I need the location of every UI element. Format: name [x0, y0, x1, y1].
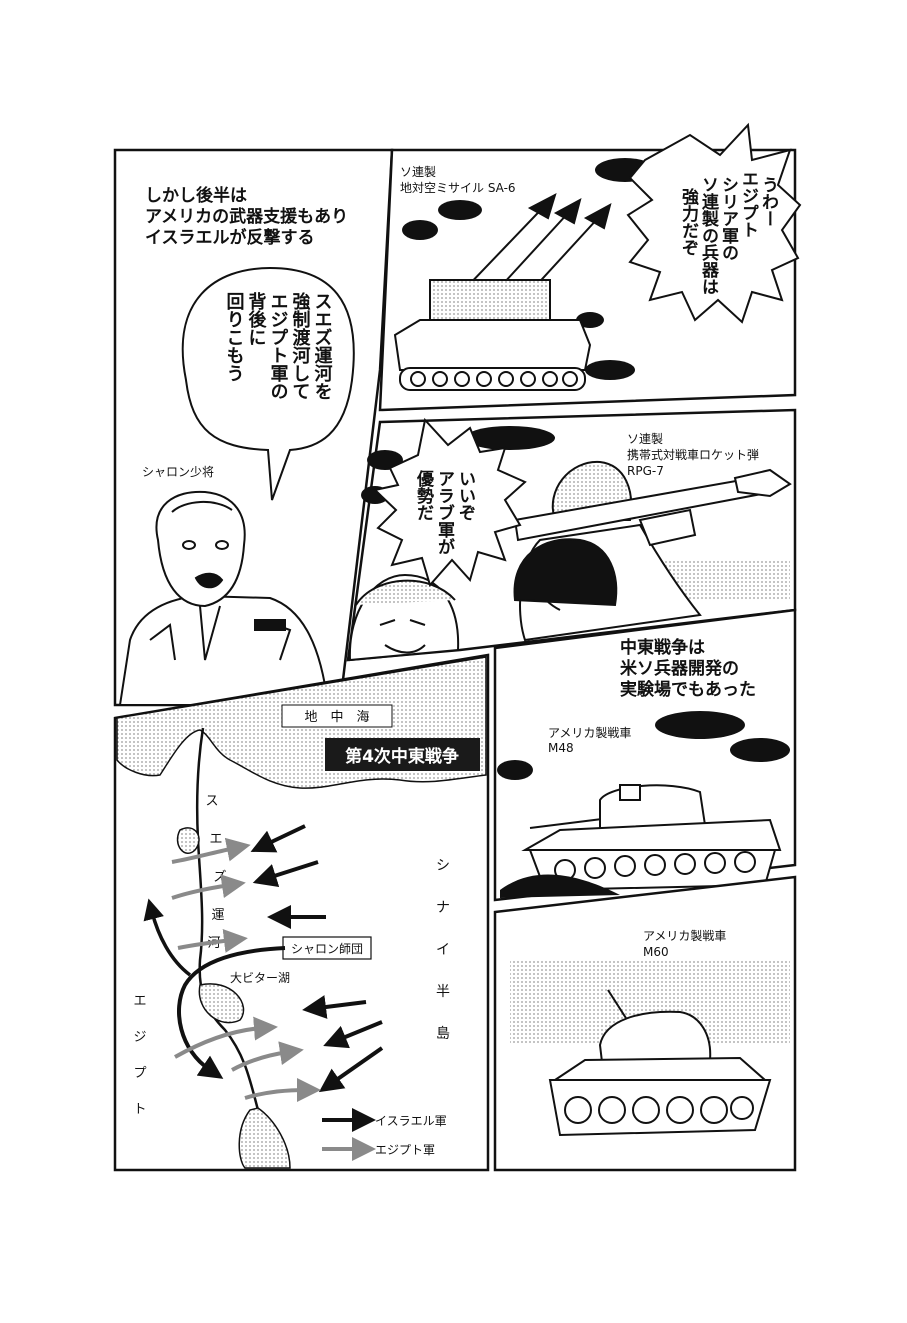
m60-tank [548, 989, 772, 1137]
canal-char: ズ [213, 869, 226, 885]
canal-char: ス [205, 794, 218, 809]
legend-israel-label: イスラエル軍 [375, 1114, 447, 1128]
egypt-label: エ ジ プ ト [133, 994, 146, 1117]
egypt-arrow [244, 1078, 321, 1103]
caption-line: ソ連製 [400, 165, 436, 179]
caption-line: 携帯式対戦車ロケット弾 [627, 447, 759, 462]
panel1-narration: しかし後半は アメリカの武器支援もあり イスラエルが反撃する [145, 185, 348, 248]
dust-splash [500, 874, 620, 898]
speech-column: アラブ軍が [434, 470, 455, 555]
sinai-char: シ [436, 858, 450, 874]
panel-rpg7: ソ連製 携帯式対戦車ロケット弾 RPG-7 [346, 408, 797, 662]
egypt-char: プ [133, 1066, 146, 1081]
narration-line: 実験場でもあった [620, 679, 756, 700]
israel-arrow [318, 1046, 384, 1093]
sharon-north-arrow [143, 898, 192, 977]
gulf-of-suez [238, 1107, 291, 1169]
division-label: シャロン師団 [282, 936, 372, 960]
narration-line: アメリカの武器支援もあり [145, 206, 348, 227]
sinai-label: シ ナ イ 半 島 [436, 858, 450, 1042]
egypt-arrow [171, 874, 246, 900]
speech-column: いいぞ [455, 470, 476, 521]
panel-m60: アメリカ製戦車 M60 [493, 875, 797, 1172]
sharon-caption: シャロン少将 [142, 465, 214, 479]
caption-line: ソ連製 [627, 432, 663, 446]
panel-sa6: ソ連製 地対空ミサイル SA-6 [378, 122, 802, 412]
map-title: 第4次中東戦争 [325, 738, 480, 771]
speech-column: シリア軍の [718, 176, 739, 261]
egypt-arrow [174, 1016, 278, 1059]
caption-line: 地対空ミサイル SA-6 [400, 181, 516, 195]
map-legend: イスラエル軍 エジプト軍 [322, 1108, 447, 1161]
speech-column: 回りこもう [224, 292, 245, 382]
suez-canal [195, 727, 260, 1111]
egypt-char: エ [133, 994, 146, 1009]
panel4-narration: 中東戦争は 米ソ兵器開発の 実験場でもあった [620, 637, 756, 700]
sinai-char: ナ [436, 900, 450, 916]
caption-line: RPG-7 [627, 464, 664, 478]
shout-text: うわー エジプト シリア軍の ソ連製の兵器は 強力だぞ [678, 170, 779, 295]
sharon-speech-balloon [181, 266, 355, 501]
division-label-text: シャロン師団 [291, 942, 363, 956]
speech-column: エジプト軍の [268, 292, 289, 400]
arab-soldier [348, 573, 460, 662]
speech-column: うわー [758, 176, 779, 227]
panel2-caption: ソ連製 地対空ミサイル SA-6 [400, 165, 516, 195]
narration-line: イスラエルが反撃する [145, 227, 315, 248]
sinai-char: 半 [436, 984, 450, 1000]
speech-column: スエズ運河を [312, 292, 333, 400]
israel-arrow [323, 1020, 383, 1049]
egypt-arrow [177, 929, 248, 953]
caption-line: アメリカ製戦車 [548, 726, 631, 740]
israel-arrow [250, 824, 306, 853]
lake-label: 大ビター湖 [230, 970, 290, 985]
panel-sharon: しかし後半は アメリカの武器支援もあり イスラエルが反撃する スエズ運河を 強制… [113, 148, 394, 707]
speech-column: 強制渡河して [290, 291, 311, 400]
timsah-lake [176, 827, 200, 854]
egypt-arrow [231, 1041, 304, 1072]
panel-m48: 中東戦争は 米ソ兵器開発の 実験場でもあった アメリカ製戦車 M48 [493, 608, 797, 902]
shout-balloon [626, 122, 802, 324]
narration-line: 米ソ兵器開発の [620, 658, 739, 679]
spiky-text: いいぞ アラブ軍が 優勢だ [413, 469, 476, 555]
israel-arrow [302, 995, 367, 1019]
sharon-portrait [118, 490, 330, 706]
speech-column: 強力だぞ [678, 187, 699, 256]
panel6-caption: アメリカ製戦車 M60 [643, 929, 726, 959]
canal-char: エ [209, 832, 222, 847]
caption-line: M48 [548, 741, 574, 755]
sinai-char: イ [436, 942, 450, 958]
sea-label: 地 中 海 [281, 704, 393, 728]
israel-arrow [252, 860, 319, 887]
egypt-arrows [171, 837, 321, 1103]
speech-column: エジプト [738, 170, 758, 238]
panel5-caption: アメリカ製戦車 M48 [548, 726, 631, 755]
egypt-char: ジ [133, 1030, 146, 1045]
panel3-caption: ソ連製 携帯式対戦車ロケット弾 RPG-7 [627, 432, 759, 478]
caption-line: アメリカ製戦車 [643, 929, 726, 943]
great-bitter-lake [198, 983, 245, 1024]
legend-egypt-label: エジプト軍 [375, 1143, 435, 1157]
narration-line: 中東戦争は [620, 637, 705, 658]
narration-line: しかし後半は [145, 185, 247, 206]
sinai-char: 島 [436, 1026, 450, 1042]
egypt-char: ト [133, 1102, 146, 1117]
panel-map: 地 中 海 第4次中東戦争 ス エ ズ 運 河 シ ナ イ 半 島 エ ジ プ [113, 653, 490, 1172]
canal-char: 運 [211, 908, 224, 923]
smoke-clouds [497, 711, 790, 780]
speech-column: 背後に [246, 291, 267, 346]
caption-line: M60 [643, 945, 669, 959]
sa6-launcher [393, 193, 612, 391]
sharon-speech-text: スエズ運河を 強制渡河して エジプト軍の 背後に 回りこもう [224, 291, 333, 400]
map-title-text: 第4次中東戦争 [345, 746, 459, 767]
speech-column: 優勢だ [413, 469, 435, 521]
helmet-soldier [513, 538, 618, 607]
speech-column: ソ連製の兵器は [698, 176, 720, 295]
egypt-arrow [171, 837, 251, 864]
israel-arrows [250, 824, 384, 1093]
spiky-balloon [372, 417, 527, 588]
sea-label-text: 地 中 海 [304, 710, 369, 725]
